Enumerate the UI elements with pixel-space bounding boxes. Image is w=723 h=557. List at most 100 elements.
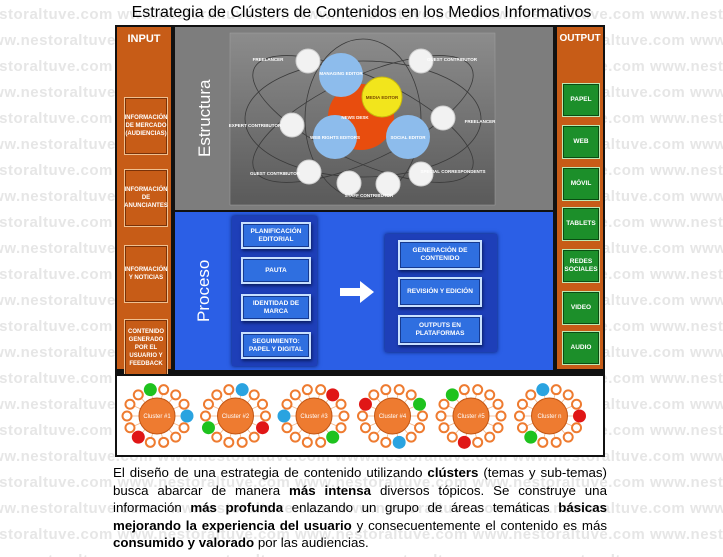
outer-label: FREELANCER	[465, 119, 497, 124]
watermark-row: www.nestoraltuve.com www.nestoraltuve.co…	[0, 552, 723, 557]
satellite-node	[211, 389, 223, 401]
proceso-section: Proceso PLANIFICACIÓN EDITORIAL PAUTA ID…	[175, 212, 553, 370]
accent-node	[392, 435, 406, 449]
satellite-node	[178, 398, 190, 410]
satellite-node	[281, 398, 293, 410]
satellite-node	[446, 431, 458, 443]
accent-node	[143, 383, 157, 397]
satellite-node	[211, 431, 223, 443]
satellite-node	[435, 410, 447, 422]
proceso-identidad: IDENTIDAD DE MARCA	[241, 294, 311, 321]
outer-label: SPECIAL CORRESPONDENTS	[421, 169, 486, 174]
satellite-node	[121, 410, 133, 422]
satellite-node	[202, 398, 214, 410]
accent-node	[573, 409, 586, 423]
satellite-node	[516, 398, 528, 410]
satellite-node	[525, 389, 537, 401]
input-column: INPUT INFORMACIÓN DE MERCADO (AUDIENCIAS…	[115, 25, 173, 377]
satellite-node	[380, 436, 392, 448]
satellite-node	[248, 431, 260, 443]
estructura-section: Estructura FREELANC	[175, 27, 553, 210]
core-yellow-circle	[361, 76, 403, 118]
satellite-node	[289, 389, 301, 401]
satellite-node	[562, 431, 574, 443]
accent-node	[201, 421, 215, 435]
accent-node	[457, 435, 471, 449]
accent-node	[536, 383, 550, 397]
description-paragraph: El diseño de una estrategia de contenido…	[113, 464, 607, 552]
core-label: MEDIA EDITOR	[366, 95, 399, 100]
output-item-movil: MÓVIL	[562, 167, 600, 201]
satellite-node	[257, 398, 269, 410]
accent-node	[235, 383, 249, 397]
input-item-noticias: INFORMACIÓN Y NOTICIAS	[124, 245, 168, 303]
satellite-node	[492, 422, 504, 434]
accent-node	[180, 409, 194, 423]
outer-circle	[296, 159, 322, 185]
satellite-node	[315, 436, 327, 448]
satellite-node	[405, 431, 417, 443]
paragraph-emphasis: básicas mejorando la experiencia del usu…	[113, 500, 607, 533]
accent-node	[277, 409, 291, 423]
satellite-node	[236, 436, 248, 448]
satellite-node	[301, 384, 313, 396]
satellite-node	[200, 410, 211, 422]
core-label: NEWS DESK	[341, 115, 369, 120]
satellite-node	[484, 431, 496, 443]
satellite-node	[260, 410, 271, 422]
inner-label: WEB RIGHTS EDITORS	[310, 135, 360, 140]
satellite-node	[178, 422, 190, 434]
cluster-core	[295, 397, 333, 435]
paragraph-emphasis: consumido y valorado	[113, 535, 255, 550]
satellite-node	[438, 398, 450, 410]
accent-node	[256, 421, 270, 435]
paragraph-text: (temas y sub-temas) busca abarcar de man…	[113, 465, 607, 498]
output-item-papel: PAPEL	[562, 83, 600, 117]
accent-node	[524, 430, 538, 444]
satellite-node	[144, 436, 156, 448]
accent-node	[445, 388, 459, 402]
satellite-node	[495, 410, 507, 422]
satellite-node	[132, 389, 144, 401]
outer-circle	[408, 48, 434, 74]
output-item-redes: REDES SOCIALES	[562, 249, 600, 283]
satellite-node	[338, 410, 350, 422]
satellite-node	[438, 422, 450, 434]
outer-circle	[408, 161, 434, 187]
proceso-outputs: OUTPUTS EN PLATAFORMAS	[398, 315, 482, 345]
cluster-core	[452, 397, 490, 435]
input-item-usuario: CONTENIDO GENERADO POR EL USUARIO Y FEED…	[124, 319, 168, 377]
satellite-node	[368, 389, 380, 401]
satellite-node	[514, 410, 525, 422]
satellite-node	[414, 422, 426, 434]
proceso-planificacion: PLANIFICACIÓN EDITORIAL	[241, 222, 311, 249]
right-arrow-icon	[340, 281, 374, 303]
satellite-node	[124, 422, 136, 434]
paragraph-emphasis: clústers	[427, 465, 479, 480]
satellite-node	[417, 410, 428, 422]
satellite-node	[289, 431, 301, 443]
inner-circle-top	[319, 53, 363, 97]
satellite-node	[248, 389, 260, 401]
accent-node	[358, 397, 372, 411]
outer-label: GUEST CONTRIBUTOR	[250, 171, 301, 176]
inner-circle-right	[386, 115, 430, 159]
satellite-node	[335, 398, 347, 410]
accent-node	[326, 388, 340, 402]
cluster-label: Cluster #2	[222, 414, 250, 420]
satellite-node	[301, 436, 313, 448]
accent-node	[326, 430, 340, 444]
satellite-node	[550, 384, 562, 396]
input-item-mercado: INFORMACIÓN DE MERCADO (AUDIENCIAS)	[124, 97, 168, 155]
cluster-core	[374, 397, 411, 435]
satellite-node	[281, 422, 293, 434]
satellite-node	[223, 384, 235, 396]
output-item-tablets: TABLETS	[562, 207, 600, 241]
satellite-node	[158, 384, 170, 396]
paragraph-emphasis: más profunda	[190, 500, 284, 515]
cluster-label: Cluster #5	[457, 414, 485, 420]
satellite-node	[492, 398, 504, 410]
page-title: Estrategia de Clústers de Contenidos en …	[131, 4, 592, 21]
satellite-node	[458, 384, 470, 396]
